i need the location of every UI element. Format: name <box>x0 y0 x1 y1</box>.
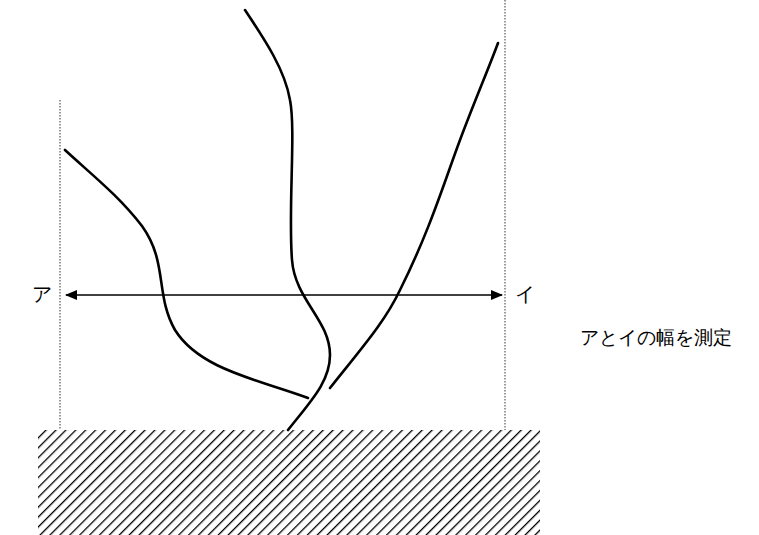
guide-line <box>60 100 61 430</box>
guide-line <box>505 0 506 430</box>
width-arrow <box>66 294 502 295</box>
left-root <box>65 150 308 398</box>
text-label: ア <box>30 282 54 306</box>
text-label: アとイの幅を測定 <box>578 326 734 349</box>
soil-hatching <box>38 430 540 535</box>
right-root <box>330 43 498 388</box>
text-label: イ <box>513 282 537 306</box>
main-root <box>245 10 330 430</box>
